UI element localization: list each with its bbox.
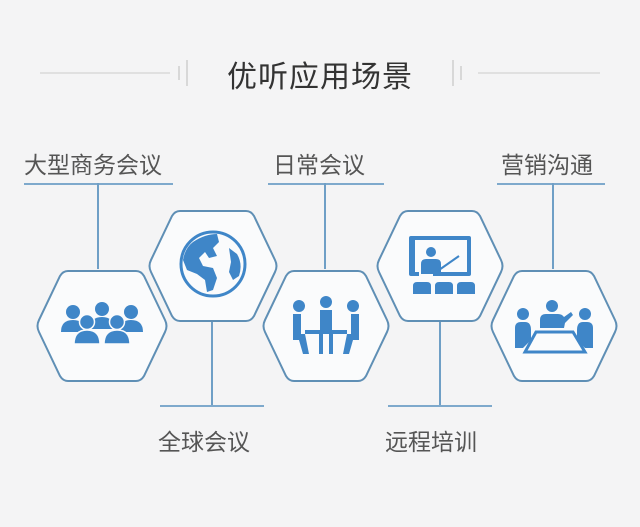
title-tick-right: [460, 66, 462, 80]
title-divider-right: [478, 72, 600, 74]
page-title: 优听应用场景: [227, 60, 413, 95]
hex-marketing-communication: [489, 268, 619, 384]
label-global-meeting: 全球会议: [158, 430, 250, 456]
label-daily-meeting: 日常会议: [273, 153, 365, 179]
label-large-business-meeting: 大型商务会议: [24, 153, 162, 179]
hex-remote-training: [375, 208, 505, 324]
meeting-table-icon: [293, 296, 359, 354]
connector-line: [324, 183, 326, 269]
label-remote-training: 远程培训: [385, 430, 477, 456]
connector-underline: [497, 183, 605, 185]
label-marketing-communication: 营销沟通: [501, 153, 593, 179]
presentation-board-icon: [409, 236, 475, 294]
title-tick-left: [178, 66, 180, 80]
hex-global-meeting: [147, 208, 279, 324]
business-discussion-icon: [515, 300, 593, 354]
title-tick-left: [186, 60, 188, 86]
title-divider-left: [40, 72, 170, 74]
connector-underline: [160, 405, 264, 407]
hex-large-business-meeting: [35, 268, 169, 384]
connector-line: [97, 183, 99, 269]
connector-line: [211, 320, 213, 406]
connector-underline: [268, 183, 384, 185]
connector-underline: [388, 405, 492, 407]
title-tick-right: [452, 60, 454, 86]
connector-line: [439, 320, 441, 406]
connector-line: [552, 183, 554, 269]
globe-icon: [179, 230, 247, 298]
hex-daily-meeting: [261, 268, 391, 384]
group-people-icon: [61, 302, 143, 345]
